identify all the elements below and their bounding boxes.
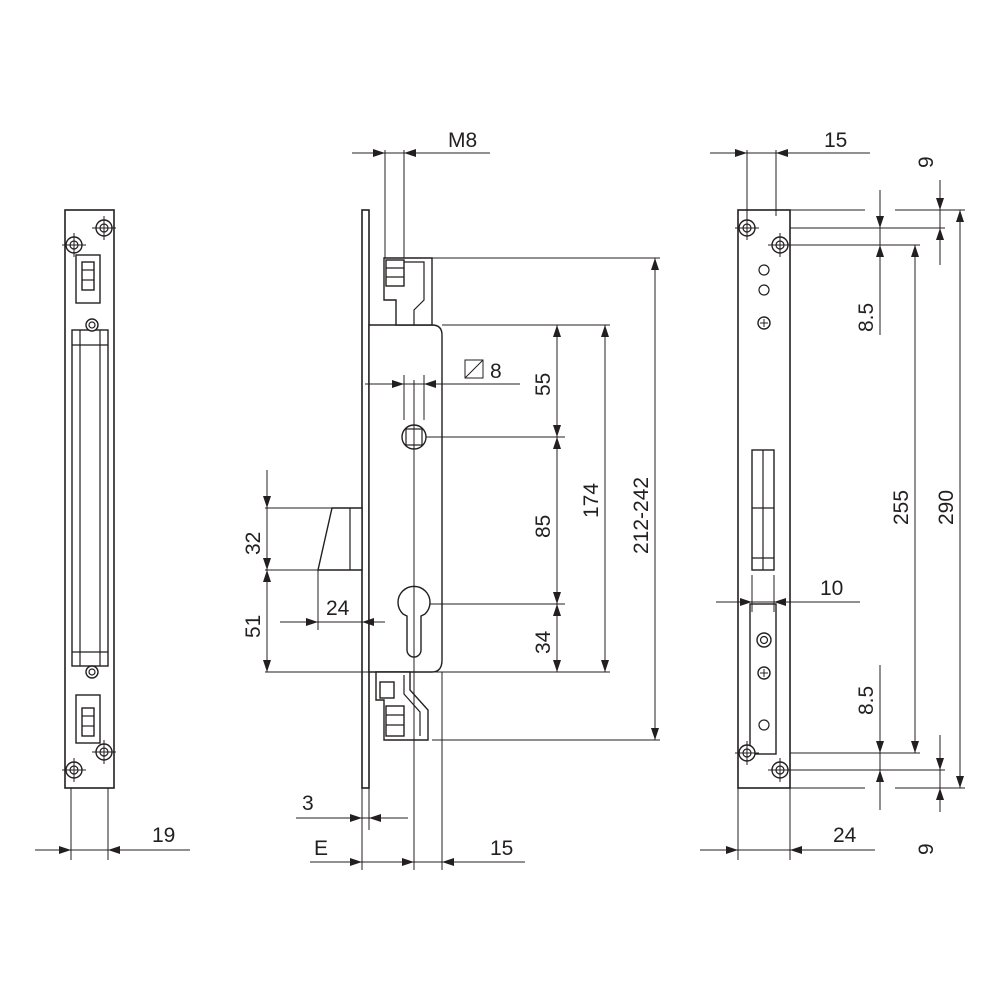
- dim-24-plate-label: 24: [833, 824, 857, 847]
- dim-32-label: 32: [242, 532, 265, 555]
- front-plate-outline: [737, 209, 791, 789]
- middle-front-view: M8 8 55 85 34 174: [242, 129, 660, 870]
- dim-15-top-label: 15: [824, 129, 847, 152]
- lock-case: [368, 324, 443, 673]
- side-screw-icon: [92, 216, 116, 240]
- latch-bolt: [317, 507, 363, 571]
- dim-19-label: 19: [152, 824, 175, 847]
- dim-8-5-bottom-label: 8.5: [855, 686, 878, 715]
- dim-212-242-label: 212-242: [630, 477, 653, 554]
- dim-15-bottom-label: 15: [490, 837, 513, 860]
- dim-e-label: E: [314, 837, 328, 860]
- plate-hole: [758, 284, 770, 296]
- left-side-view: 19: [35, 209, 190, 860]
- front-faceplate: [361, 209, 370, 789]
- dim-55-label: 55: [532, 373, 555, 396]
- dim-square-8-label: 8: [490, 360, 502, 383]
- dim-10-label: 10: [820, 577, 843, 600]
- dim-8-5-top-label: 8.5: [855, 303, 878, 332]
- side-body-channel: [71, 329, 109, 667]
- dim-9-bottom-label: 9: [915, 843, 938, 855]
- dim-174-label: 174: [580, 483, 603, 518]
- dim-34-label: 34: [532, 630, 555, 654]
- dim-m8-label: M8: [448, 129, 477, 152]
- side-screw-icon: [92, 740, 116, 764]
- plate-screw-icon: [768, 233, 792, 257]
- plate-screw-icon: [757, 316, 771, 330]
- dim-3-label: 3: [302, 792, 314, 815]
- side-screw-icon: [62, 233, 86, 257]
- plate-hole: [758, 719, 770, 731]
- side-screw-icon: [85, 318, 99, 332]
- plate-screw-icon: [757, 666, 771, 680]
- plate-screw-icon: [735, 741, 759, 765]
- dim-9-top-label: 9: [915, 156, 938, 168]
- dim-85-label: 85: [532, 515, 555, 538]
- plate-screw-icon: [735, 216, 759, 240]
- side-screw-icon: [85, 665, 99, 679]
- plate-screw-icon: [768, 758, 792, 782]
- plate-hole: [756, 632, 772, 648]
- right-faceplate-view: 15 9 8.5 255 290 10: [700, 129, 965, 860]
- dim-51-label: 51: [242, 615, 265, 638]
- dim-290-label: 290: [935, 490, 958, 525]
- dim-255-label: 255: [890, 490, 913, 525]
- side-faceplate-outline: [64, 209, 115, 789]
- plate-hole: [758, 264, 770, 276]
- dim-24-latch-label: 24: [326, 597, 350, 620]
- side-screw-icon: [62, 758, 86, 782]
